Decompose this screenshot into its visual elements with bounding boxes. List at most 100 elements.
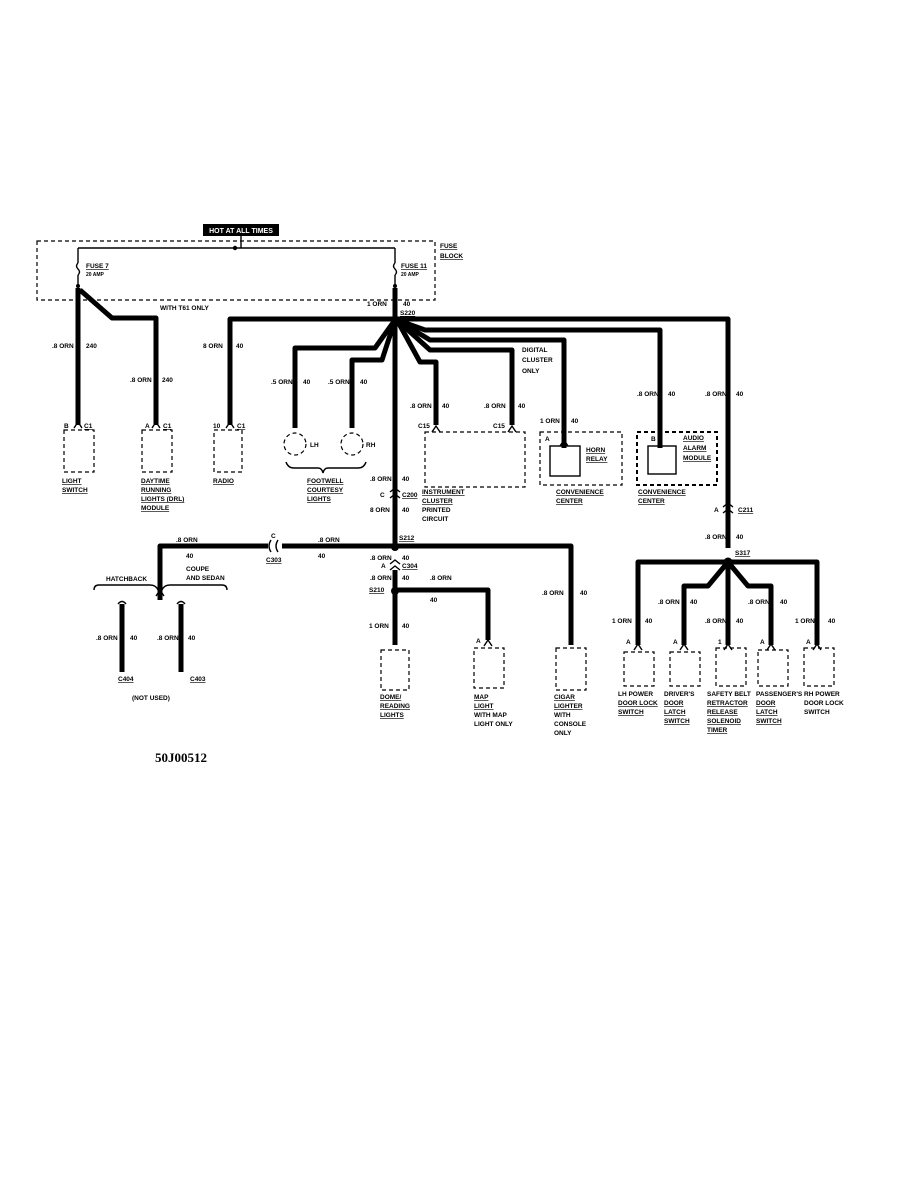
footwell-courtesy-lights: LH RH FOOTWELL COURTESY LIGHTS (283, 432, 376, 503)
svg-text:.8 ORN: .8 ORN (370, 476, 392, 483)
svg-text:C211: C211 (738, 507, 754, 514)
svg-text:MAP: MAP (474, 694, 489, 701)
svg-text:40: 40 (430, 597, 438, 604)
svg-text:1 ORN: 1 ORN (540, 418, 560, 425)
convenience-center-alarm: B AUDIO ALARM MODULE CONVENIENCE CENTER (636, 431, 718, 505)
hot-at-all-times-banner: HOT AT ALL TIMES (203, 224, 279, 236)
svg-text:FUSE 7: FUSE 7 (86, 263, 109, 270)
svg-text:RH POWER: RH POWER (804, 691, 840, 698)
svg-text:C: C (380, 492, 385, 499)
svg-text:40: 40 (736, 618, 744, 625)
wire-instrument-c15b (395, 318, 515, 425)
svg-text:LIGHT: LIGHT (474, 703, 494, 710)
wire-horn-relay (395, 317, 567, 448)
figure-code: 50J00512 (155, 750, 207, 765)
svg-text:1 ORN: 1 ORN (367, 301, 387, 308)
svg-text:B: B (651, 436, 656, 443)
svg-text:40: 40 (318, 553, 326, 560)
svg-text:FUSE 11: FUSE 11 (401, 263, 427, 270)
svg-text:.8 ORN: .8 ORN (157, 635, 179, 642)
svg-text:HATCHBACK: HATCHBACK (106, 576, 147, 583)
svg-text:LATCH: LATCH (664, 709, 686, 716)
svg-text:.8 ORN: .8 ORN (484, 403, 506, 410)
svg-text:DOOR LOCK: DOOR LOCK (618, 700, 658, 707)
svg-text:SWITCH: SWITCH (756, 718, 782, 725)
svg-text:.8 ORN: .8 ORN (705, 534, 727, 541)
splice-s220: S220 (400, 310, 416, 317)
wire-cigar (395, 543, 574, 645)
svg-text:DOOR: DOOR (664, 700, 684, 707)
svg-text:LIGHT ONLY: LIGHT ONLY (474, 721, 513, 728)
svg-text:.8 ORN: .8 ORN (748, 599, 770, 606)
svg-text:1 ORN: 1 ORN (795, 618, 815, 625)
svg-text:A: A (145, 423, 150, 430)
wire-drl (78, 288, 159, 425)
svg-text:COURTESY: COURTESY (307, 487, 344, 494)
lh-power-door-lock-switch: A LH POWER DOOR LOCK SWITCH (618, 639, 658, 716)
svg-text:RELEASE: RELEASE (707, 709, 738, 716)
svg-text:1 ORN: 1 ORN (612, 618, 632, 625)
svg-text:.8 ORN: .8 ORN (705, 618, 727, 625)
svg-text:WITH: WITH (554, 712, 571, 719)
body-style-split: HATCHBACK COUPE AND SEDAN (93, 566, 228, 597)
svg-text:LIGHTER: LIGHTER (554, 703, 583, 710)
svg-text:HORN: HORN (586, 447, 605, 454)
svg-text:.8 ORN: .8 ORN (52, 343, 74, 350)
svg-text:RH: RH (366, 442, 376, 449)
svg-text:8 ORN: 8 ORN (370, 507, 390, 514)
svg-text:SAFETY BELT: SAFETY BELT (707, 691, 751, 698)
svg-text:A: A (760, 639, 765, 646)
svg-text:ALARM: ALARM (683, 445, 706, 452)
svg-text:CONVENIENCE: CONVENIENCE (556, 489, 604, 496)
svg-text:40: 40 (402, 476, 410, 483)
svg-text:40: 40 (402, 623, 410, 630)
svg-text:40: 40 (402, 575, 410, 582)
radio: 10 C1 RADIO (213, 420, 246, 485)
svg-text:40: 40 (236, 343, 244, 350)
fuse-block (36, 240, 436, 301)
svg-text:C304: C304 (402, 563, 418, 570)
svg-text:.5 ORN: .5 ORN (271, 379, 293, 386)
wire-radio (227, 316, 393, 425)
wire-instrument-c15a (394, 318, 439, 425)
svg-text:DOOR LOCK: DOOR LOCK (804, 700, 844, 707)
fuse-7: FUSE 7 20 AMP (75, 248, 109, 288)
svg-text:A: A (806, 639, 811, 646)
svg-text:40: 40 (186, 553, 194, 560)
fuse-block-label-1: FUSE (440, 243, 458, 250)
svg-text:CONVENIENCE: CONVENIENCE (638, 489, 686, 496)
svg-text:SWITCH: SWITCH (804, 709, 830, 716)
svg-text:40: 40 (736, 391, 744, 398)
svg-text:RUNNING: RUNNING (141, 487, 171, 494)
svg-text:RADIO: RADIO (213, 478, 234, 485)
svg-text:C: C (271, 533, 276, 540)
svg-text:CONSOLE: CONSOLE (554, 721, 587, 728)
svg-text:COUPE: COUPE (186, 566, 210, 573)
wire-lh-door-lock (635, 559, 728, 645)
svg-text:A: A (381, 563, 386, 570)
connector-c404: C404 (118, 676, 134, 683)
svg-text:DRIVER'S: DRIVER'S (664, 691, 695, 698)
svg-text:DAYTIME: DAYTIME (141, 478, 170, 485)
connector-c403: C403 (190, 676, 206, 683)
fuse-11: FUSE 11 20 AMP (392, 248, 427, 288)
map-light: A MAP LIGHT WITH MAP LIGHT ONLY (473, 638, 513, 728)
connector-c304: A C304 (381, 559, 418, 571)
svg-text:40: 40 (130, 635, 138, 642)
svg-text:A: A (673, 639, 678, 646)
svg-text:C1: C1 (163, 423, 172, 430)
wire-rh-door-lock (728, 559, 820, 645)
svg-text:CLUSTER: CLUSTER (522, 357, 553, 364)
svg-text:CENTER: CENTER (556, 498, 583, 505)
svg-text:20 AMP: 20 AMP (86, 272, 105, 278)
svg-text:RELAY: RELAY (586, 456, 608, 463)
svg-text:C15: C15 (418, 423, 430, 430)
passengers-door-latch-switch: A PASSENGER'S DOOR LATCH SWITCH (756, 639, 803, 725)
wire-lh-courtesy (292, 318, 398, 428)
svg-text:AND SEDAN: AND SEDAN (186, 575, 225, 582)
svg-text:40: 40 (402, 555, 410, 562)
svg-text:SWITCH: SWITCH (62, 487, 88, 494)
svg-text:40: 40 (360, 379, 368, 386)
